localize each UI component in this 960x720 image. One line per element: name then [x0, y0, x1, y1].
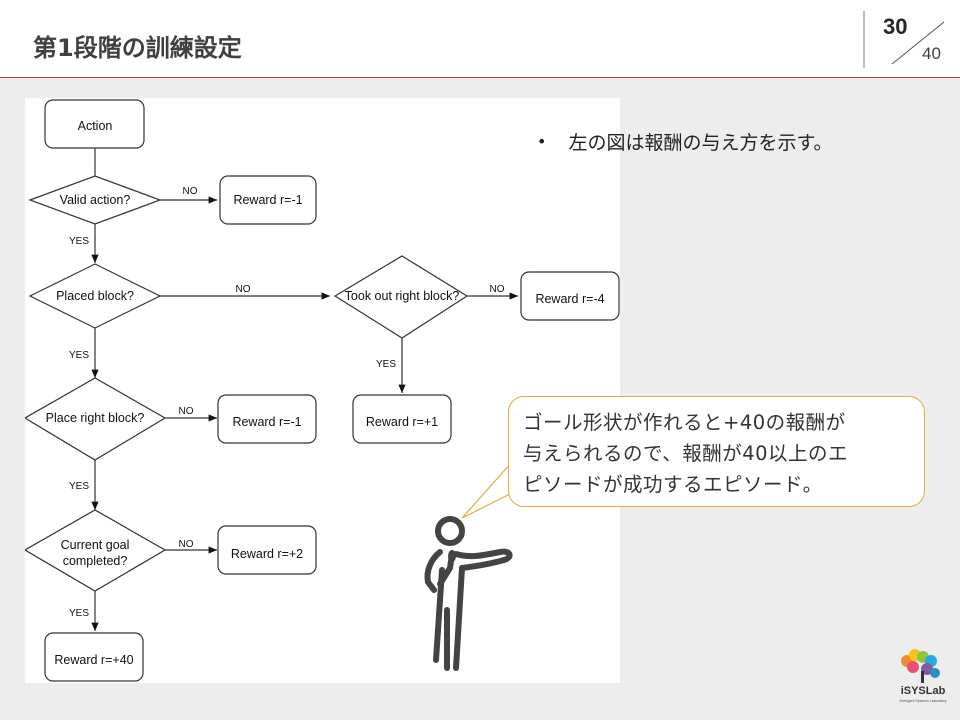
- brain-gears-icon: [901, 649, 940, 683]
- node-reward-wrong-takeout: [520, 271, 620, 321]
- label-place-right: Place right block?: [46, 411, 145, 425]
- edge-label-no: NO: [179, 406, 194, 417]
- speech-line: ゴール形状が作れると+40の報酬が: [523, 411, 846, 434]
- edge-label-no: NO: [490, 284, 505, 295]
- label-current-goal-1: Current goal: [61, 538, 130, 552]
- bullet-icon: •: [537, 132, 547, 151]
- page-slash-icon: [891, 21, 945, 65]
- label-reward-wrong-place: Reward r=-1: [232, 415, 301, 429]
- bullet-text: 左の図は報酬の与え方を示す。: [568, 132, 833, 154]
- presenter-icon: [424, 516, 513, 671]
- label-reward-invalid: Reward r=-1: [233, 193, 302, 207]
- label-reward-right-takeout: Reward r=+1: [366, 415, 438, 429]
- edge-label-no: NO: [236, 284, 251, 295]
- node-took-out-right: [333, 255, 469, 339]
- edge-label-no: NO: [183, 186, 198, 197]
- speech-line: 与えられるので、報酬が40以上のエ: [523, 442, 849, 465]
- page-total: 40: [922, 44, 941, 63]
- node-reward-right-place: [217, 525, 317, 575]
- edge-label-no: NO: [179, 539, 194, 550]
- label-reward-wrong-takeout: Reward r=-4: [535, 292, 604, 306]
- slide-header: 第1段階の訓練設定 30 40: [0, 0, 960, 78]
- logo-text: iSYSLab: [900, 685, 946, 697]
- node-reward-goal: [44, 632, 144, 682]
- node-reward-right-takeout: [352, 394, 452, 444]
- speech-line: ピソードが成功するエピソード。: [523, 473, 823, 496]
- page-current: 30: [883, 14, 908, 39]
- node-action: [44, 99, 145, 149]
- edge-label-yes: YES: [376, 359, 396, 370]
- reward-flowchart: Action Valid action? Reward r=-1 Placed …: [25, 98, 620, 683]
- node-place-right: [25, 377, 167, 461]
- bullet-item: • 左の図は報酬の与え方を示す。: [537, 128, 833, 155]
- label-took-out-right: Took out right block?: [345, 289, 460, 303]
- node-reward-wrong-place: [217, 394, 317, 444]
- edge-label-yes: YES: [69, 608, 89, 619]
- label-reward-right-place: Reward r=+2: [231, 547, 303, 561]
- edge-label-yes: YES: [69, 481, 89, 492]
- label-reward-goal: Reward r=+40: [54, 653, 133, 667]
- node-reward-invalid: [219, 175, 317, 225]
- label-action: Action: [78, 119, 113, 133]
- label-current-goal-2: completed?: [63, 554, 128, 568]
- slide-title: 第1段階の訓練設定: [33, 34, 242, 62]
- label-placed-block: Placed block?: [56, 289, 134, 303]
- edge-label-yes: YES: [69, 350, 89, 361]
- page-number-divider: [863, 11, 865, 68]
- edge-label-yes: YES: [69, 236, 89, 247]
- node-placed-block: [28, 263, 162, 329]
- node-current-goal: [25, 509, 167, 592]
- flowchart-svg: Action Valid action? Reward r=-1 Placed …: [25, 99, 620, 682]
- isyslab-logo: iSYSLab Intelligent Systems Laboratory: [893, 645, 953, 710]
- logo-subtitle: Intelligent Systems Laboratory: [899, 699, 947, 703]
- label-valid-action: Valid action?: [60, 193, 131, 207]
- speech-bubble: ゴール形状が作れると+40の報酬が 与えられるので、報酬が40以上のエ ピソード…: [508, 396, 925, 507]
- node-valid-action: [28, 175, 162, 225]
